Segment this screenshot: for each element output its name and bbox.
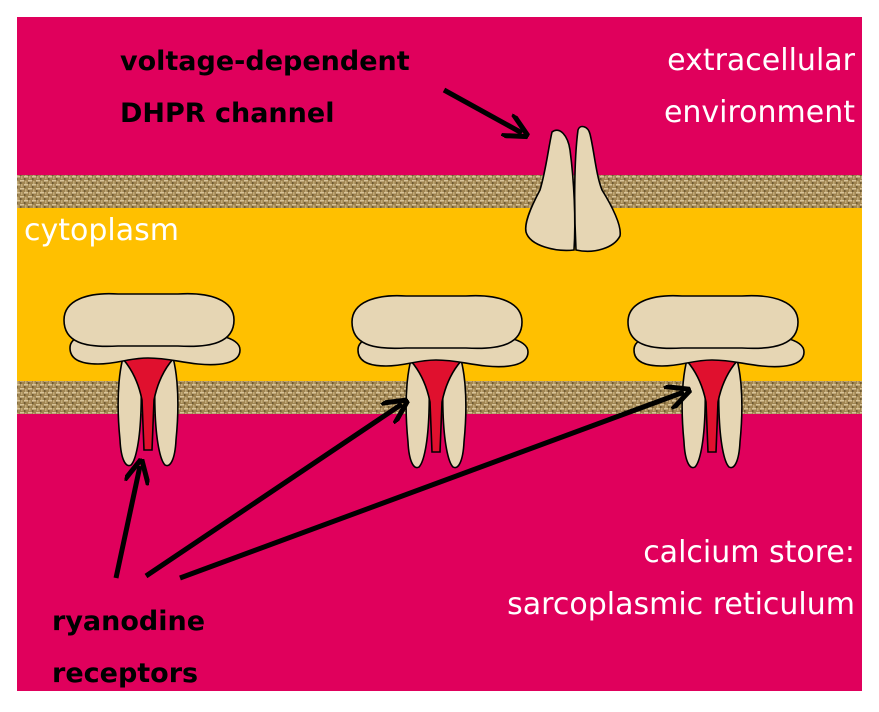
ryanodine-label-line2: receptors — [52, 658, 198, 689]
plasma-membrane — [17, 175, 862, 208]
cytoplasm-label: cytoplasm — [24, 213, 179, 248]
extracellular-label-line2: environment — [664, 95, 855, 130]
extracellular-label-line1: extracellular — [667, 43, 856, 78]
ryanodine-label-line1: ryanodine — [52, 606, 205, 637]
dhpr-label-line1: voltage-dependent — [120, 46, 410, 77]
store-label-line1: calcium store: — [643, 535, 855, 570]
store-label-line2: sarcoplasmic reticulum — [507, 587, 855, 622]
dhpr-label-line2: DHPR channel — [120, 98, 334, 129]
